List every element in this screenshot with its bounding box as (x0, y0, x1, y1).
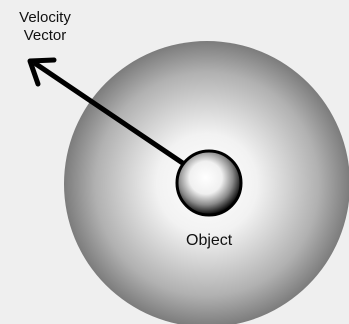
object-label: Object (186, 232, 232, 250)
velocity-label-line2: Vector (4, 27, 86, 45)
velocity-label-line1: Velocity (4, 9, 86, 27)
velocity-vector-label: Velocity Vector (4, 9, 86, 45)
